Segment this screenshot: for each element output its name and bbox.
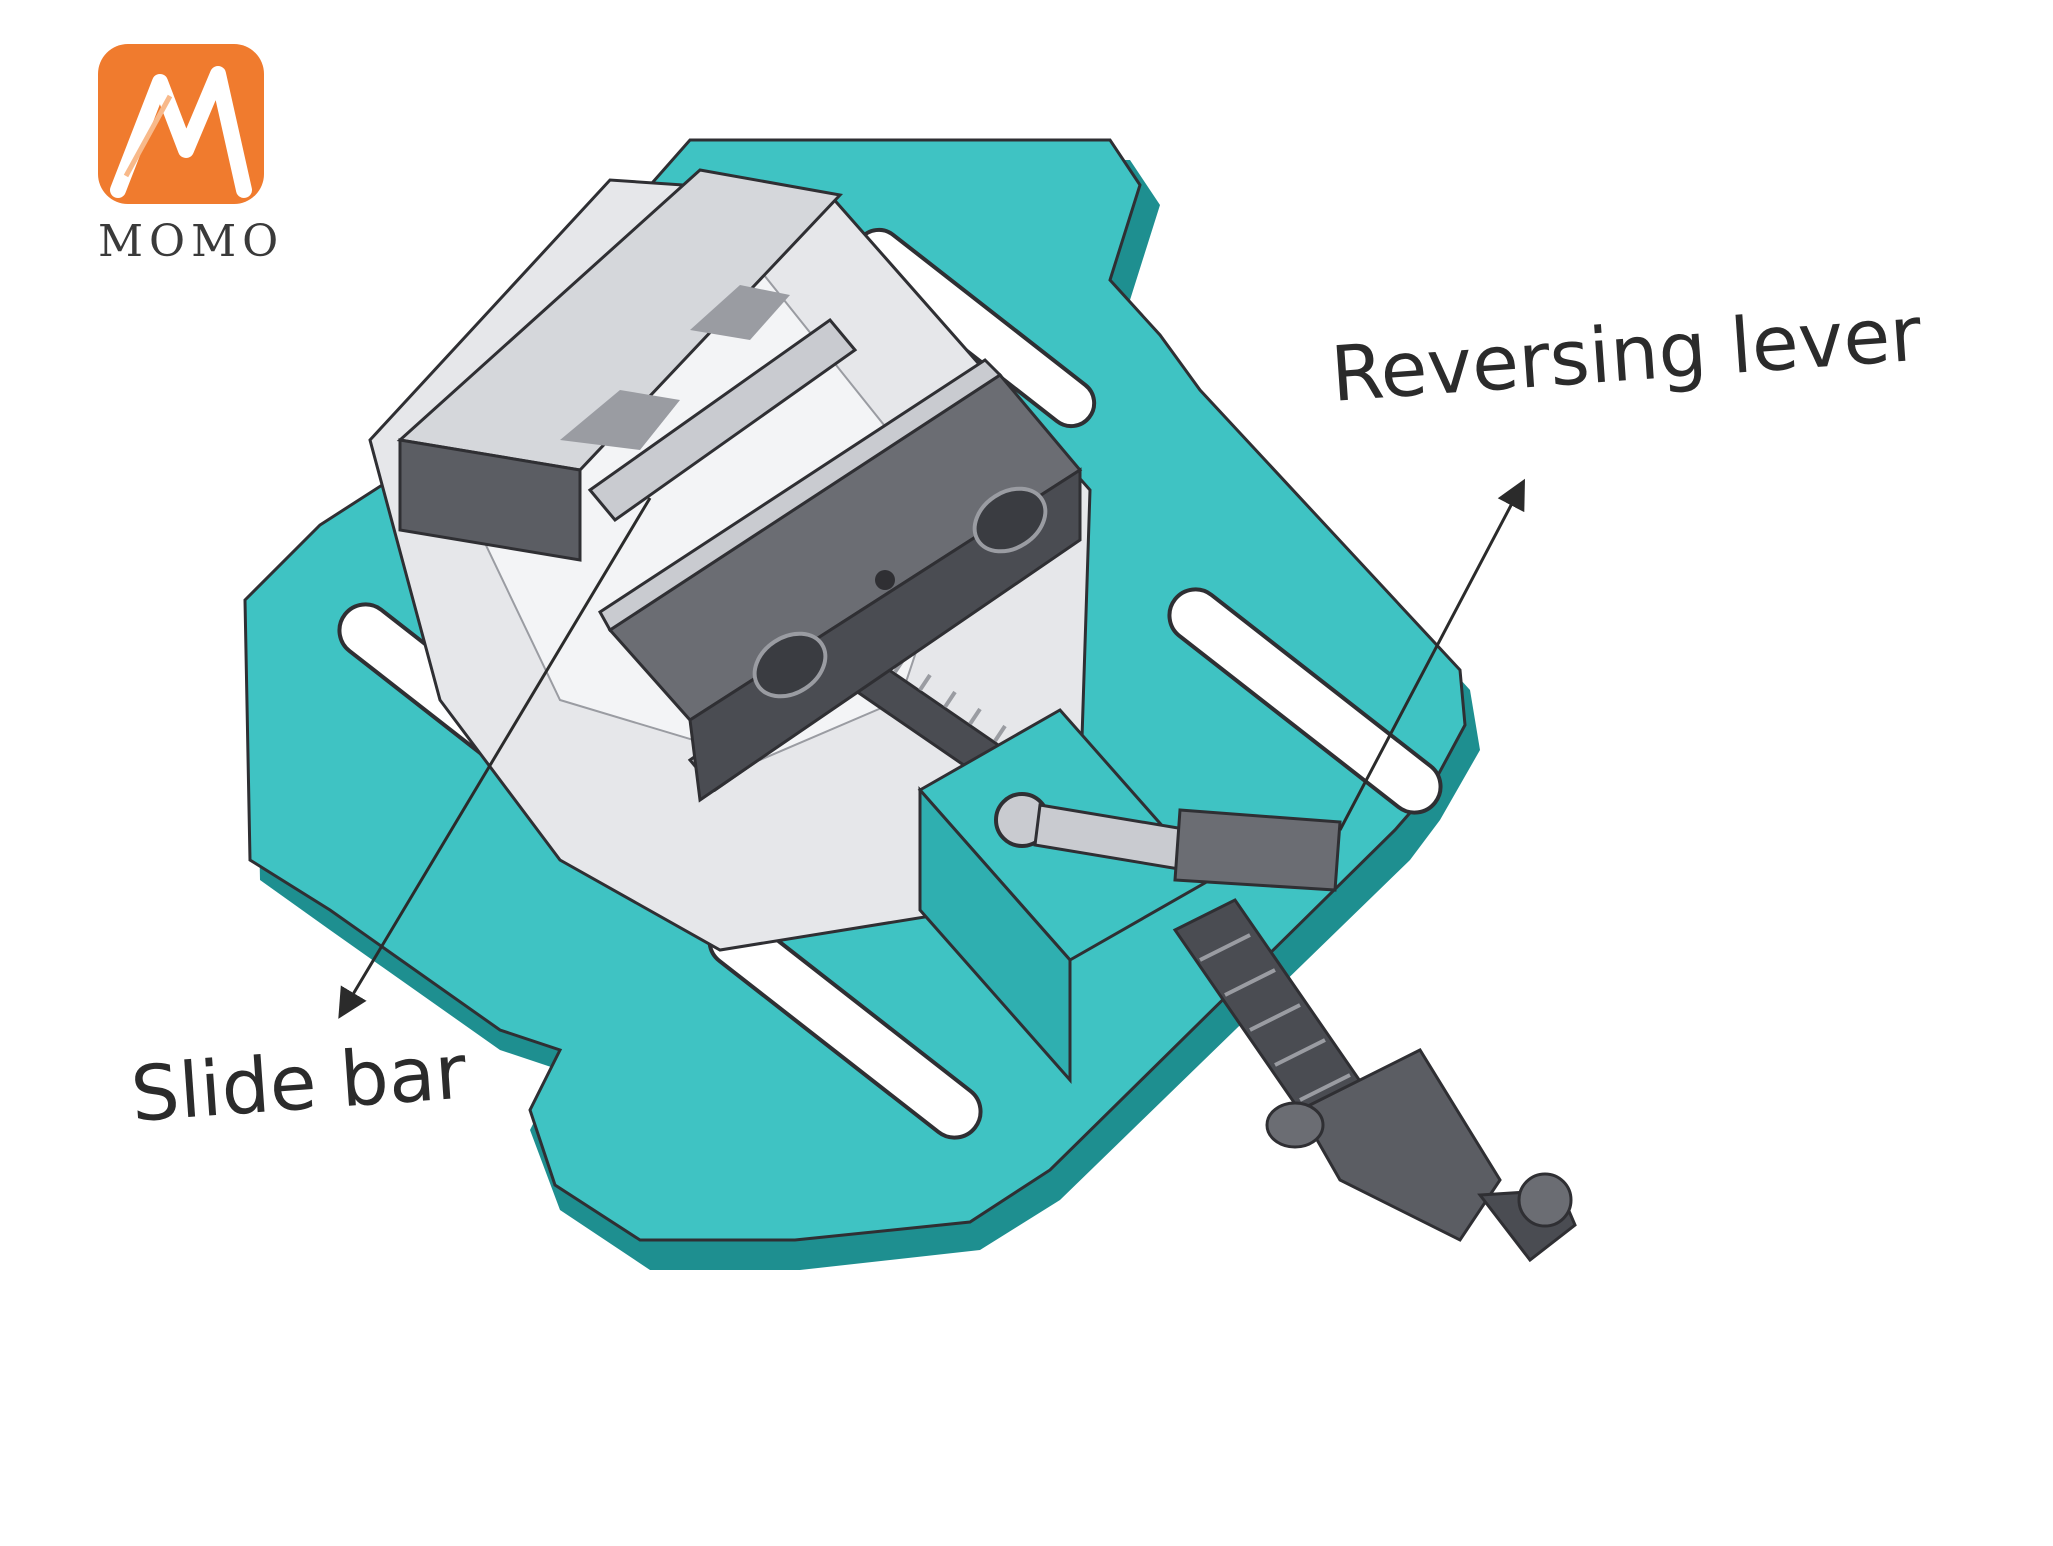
- crank-handle: [1172, 898, 1577, 1263]
- movable-jaw: [598, 358, 1083, 803]
- reversing-lever: [994, 792, 1342, 892]
- arrow-down-left-icon: [338, 497, 652, 1019]
- arrow-up-right-icon: [1338, 478, 1525, 831]
- brand-name: MOMO: [98, 216, 285, 267]
- fixed-jaw: [396, 168, 843, 562]
- momo-m-logo-icon: [98, 44, 264, 204]
